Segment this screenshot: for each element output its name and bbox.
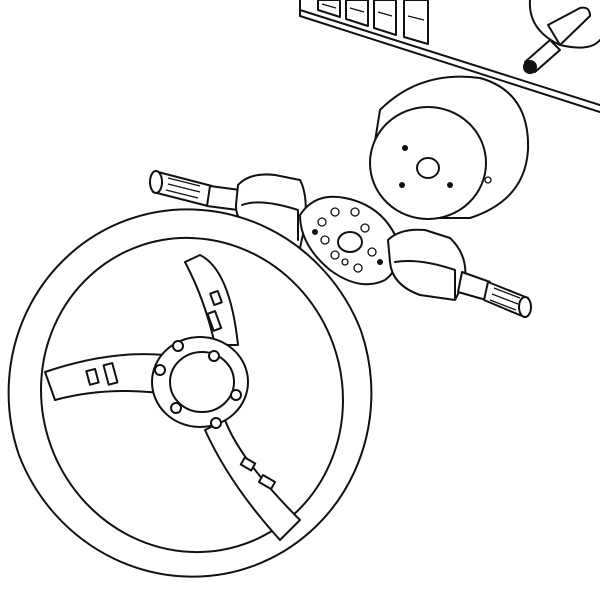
ignition-key	[523, 6, 591, 74]
dashboard	[299, 0, 600, 113]
wheel-hub	[151, 336, 249, 429]
right-stalk	[457, 271, 532, 318]
center-bore	[416, 157, 440, 179]
dashboard-switches	[317, 0, 429, 45]
hub-bore	[169, 351, 235, 413]
left-stalk	[149, 170, 241, 211]
hub-adapter	[369, 75, 530, 220]
right-switch-housing	[387, 228, 467, 301]
steering-wheel	[7, 208, 373, 578]
